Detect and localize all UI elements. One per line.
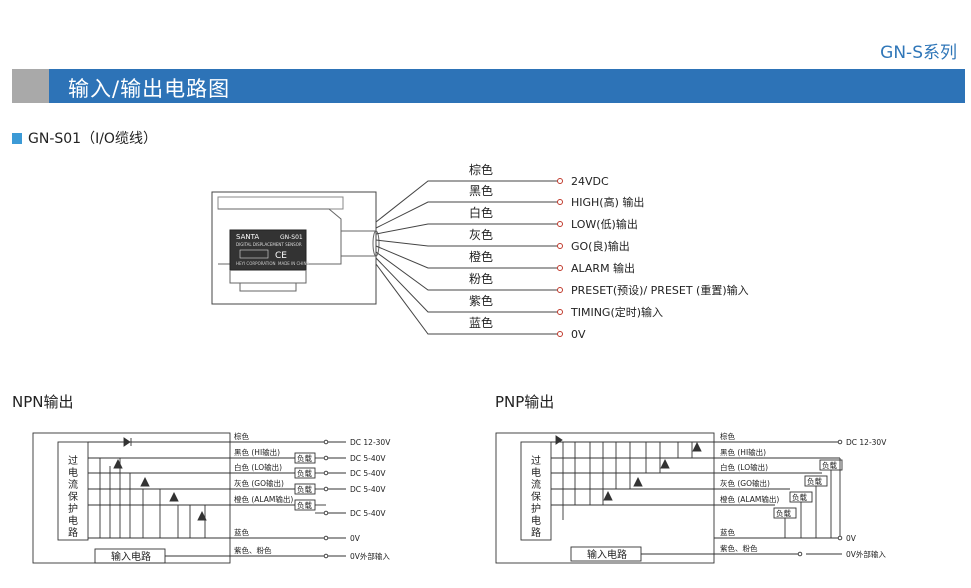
npn-load-labels: 负载 负载 负载 负载 (297, 453, 312, 510)
pnp-wire-label: 橙色 (ALAM输出) (720, 494, 779, 504)
pnp-wire-label: 黑色 (HI输出) (720, 447, 766, 457)
wire-color-black: 黑色 (469, 184, 493, 198)
npn-supply-label: DC 12-30V (350, 438, 391, 447)
pnp-protect-char: 路 (531, 526, 541, 539)
npn-wire-label: 蓝色 (234, 527, 249, 537)
device-model: GN-S01 (280, 234, 303, 241)
wire-color-purple: 紫色 (469, 294, 493, 308)
npn-load: 负载 (297, 453, 312, 463)
pnp-supply-label: DC 12-30V (846, 438, 887, 447)
wire-color-gray: 灰色 (469, 228, 493, 242)
npn-protect-char: 保 (68, 490, 78, 503)
device-brand: SANTA (236, 233, 259, 241)
pnp-load: 负载 (792, 492, 807, 502)
npn-protect-char: 护 (68, 502, 78, 515)
wire-color-labels: 棕色 黑色 白色 灰色 橙色 粉色 紫色 蓝色 (469, 162, 493, 330)
pnp-protect-char: 电 (531, 466, 541, 479)
pnp-supply-label: 0V (846, 534, 857, 543)
pnp-load: 负载 (807, 476, 822, 486)
wire-color-orange: 橙色 (469, 249, 493, 264)
pnp-protect-label: 过 电 流 保 护 电 路 (531, 454, 541, 539)
pnp-load-labels: 负载 负载 负载 负载 (776, 460, 837, 518)
pnp-protect-char: 电 (531, 514, 541, 527)
section-title: 输入/输出电路图 (68, 77, 231, 101)
pnp-wire-label: 灰色 (GO输出) (720, 478, 770, 488)
npn-protect-label: 过 电 流 保 护 电 路 (68, 454, 78, 539)
device-mark: CE (275, 251, 287, 261)
npn-supply-label: 0V外部输入 (350, 551, 390, 561)
func-high: HIGH(高) 输出 (571, 195, 644, 209)
npn-supply-label: 0V (350, 534, 361, 543)
pnp-wire-label: 棕色 (720, 431, 735, 441)
func-24vdc: 24VDC (571, 175, 609, 188)
pnp-protect-char: 过 (531, 454, 541, 467)
wire-color-blue: 蓝色 (469, 316, 493, 330)
npn-supply-label: DC 5-40V (350, 454, 386, 463)
npn-protect-char: 电 (68, 466, 78, 479)
npn-wire-label: 灰色 (GO输出) (234, 478, 284, 488)
pnp-protect-char: 流 (531, 478, 541, 491)
npn-protect-char: 流 (68, 478, 78, 491)
npn-wire-label: 橙色 (ALAM输出) (234, 494, 293, 504)
npn-wire-label: 白色 (LO输出) (234, 462, 282, 472)
square-bullet-icon (12, 133, 22, 144)
npn-wire-label: 棕色 (234, 431, 249, 441)
wire-color-white: 白色 (469, 205, 493, 220)
cable-fanout (375, 178, 563, 337)
pnp-wire-label: 紫色、粉色 (720, 543, 758, 553)
series-label: GN-S系列 (880, 43, 957, 63)
func-low: LOW(低)输出 (571, 217, 638, 231)
pnp-wire-label: 白色 (LO输出) (720, 462, 768, 472)
npn-supply-label: DC 5-40V (350, 469, 386, 478)
device-corp: HEYI CORPORATION (236, 261, 276, 266)
npn-circuit (32, 432, 346, 564)
func-alarm: ALARM 输出 (571, 261, 635, 275)
npn-input-label: 输入电路 (111, 550, 151, 563)
npn-wire-label: 黑色 (HI输出) (234, 447, 280, 457)
title-tab (12, 69, 49, 103)
subsection-title-text: GN-S01（I/O缆线） (28, 131, 157, 147)
func-preset: PRESET(预设)/ PRESET (重置)输入 (571, 283, 749, 297)
pnp-load: 负载 (822, 460, 837, 470)
npn-right-labels: DC 12-30V DC 5-40V DC 5-40V DC 5-40V DC … (350, 438, 391, 561)
pnp-input-label: 输入电路 (587, 548, 627, 561)
func-go: GO(良)输出 (571, 239, 630, 253)
pnp-supply-label: 0V外部输入 (846, 549, 886, 559)
npn-load: 负载 (297, 500, 312, 510)
pnp-wire-labels: 棕色 黑色 (HI输出) 白色 (LO输出) 灰色 (GO输出) 橙色 (ALA… (720, 431, 779, 553)
section-title-bar: 输入/输出电路图 (12, 69, 965, 103)
pnp-title: PNP输出 (495, 393, 555, 411)
npn-protect-char: 过 (68, 454, 78, 467)
npn-protect-char: 电 (68, 514, 78, 527)
pnp-load: 负载 (776, 508, 791, 518)
pnp-protect-char: 护 (531, 502, 541, 515)
sensor-device (211, 191, 380, 305)
func-0v: 0V (571, 328, 586, 341)
device-label-box (239, 249, 269, 259)
device-line1: DIGITAL DISPLACEMENT SENSOR (236, 242, 302, 247)
npn-wire-label: 紫色、粉色 (234, 545, 272, 555)
func-timing: TIMING(定时)输入 (570, 305, 663, 319)
wire-function-labels: 24VDC HIGH(高) 输出 LOW(低)输出 GO(良)输出 ALARM … (570, 175, 749, 341)
subsection-title: GN-S01（I/O缆线） (12, 128, 157, 148)
npn-protect-char: 路 (68, 526, 78, 539)
wire-color-pink: 粉色 (469, 272, 493, 286)
pnp-wire-label: 蓝色 (720, 527, 735, 537)
npn-title: NPN输出 (12, 393, 74, 411)
pnp-protect-char: 保 (531, 490, 541, 503)
wire-color-brown: 棕色 (469, 162, 493, 177)
npn-load: 负载 (297, 484, 312, 494)
device-origin: MADE IN CHINA (278, 261, 309, 266)
npn-wire-labels: 棕色 黑色 (HI输出) 白色 (LO输出) 灰色 (GO输出) 橙色 (ALA… (234, 431, 293, 555)
pnp-right-labels: DC 12-30V 0V 0V外部输入 (846, 438, 887, 559)
npn-load: 负载 (297, 468, 312, 478)
pnp-circuit (495, 432, 843, 564)
npn-supply-label: DC 5-40V (350, 509, 386, 518)
npn-supply-label: DC 5-40V (350, 485, 386, 494)
